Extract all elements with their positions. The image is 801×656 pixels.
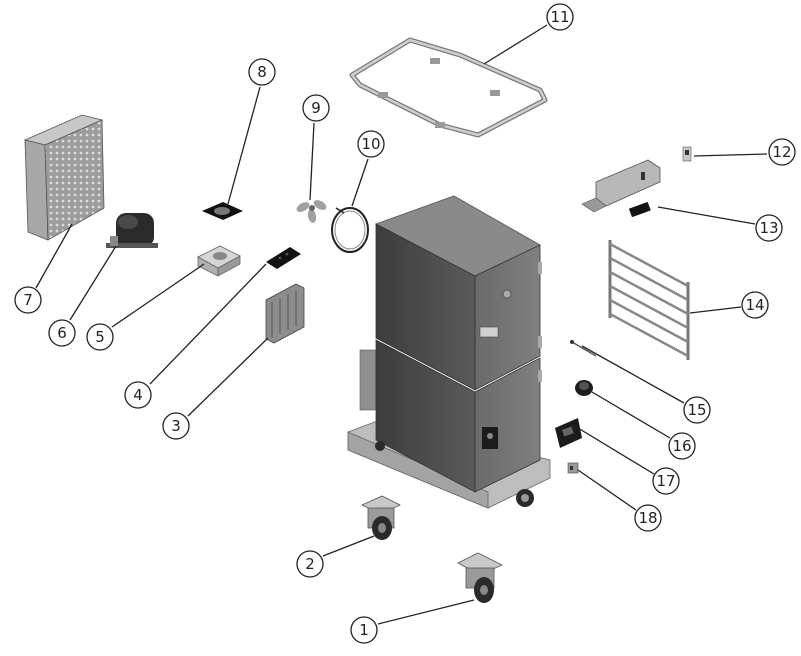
leader-line-11 [483, 24, 548, 65]
callout-number: 6 [57, 324, 67, 342]
leader-line-15 [581, 345, 685, 404]
callout-number: 2 [305, 555, 315, 573]
callout-3: 3 [162, 412, 190, 440]
callout-4: 4 [124, 381, 152, 409]
part-5-evaporator-box [197, 245, 241, 277]
callout-circle [296, 550, 324, 578]
callout-5: 5 [86, 323, 114, 351]
callout-14: 14 [741, 291, 769, 319]
leader-line-14 [689, 306, 742, 314]
callout-number: 18 [638, 509, 657, 527]
leader-line-4 [149, 263, 267, 385]
part-16-knob [575, 380, 593, 396]
callout-13: 13 [755, 214, 783, 242]
callout-6: 6 [48, 319, 76, 347]
callout-number: 12 [772, 143, 791, 161]
leader-line-8 [227, 86, 261, 205]
part-7-grille-frame [23, 114, 105, 241]
callout-number: 10 [361, 135, 380, 153]
callout-11: 11 [546, 3, 574, 31]
callout-number: 17 [656, 472, 675, 490]
callout-circle [634, 504, 662, 532]
callout-number: 4 [133, 386, 143, 404]
callout-number: 9 [311, 99, 321, 117]
callout-number: 8 [257, 63, 267, 81]
leader-line-6 [69, 245, 117, 321]
callout-number: 13 [759, 219, 778, 237]
part-10-ring-gasket [331, 207, 369, 253]
part-17-control-panel [555, 418, 582, 448]
part-1-rigid-caster [457, 552, 503, 603]
part-8-fan-shroud [202, 202, 243, 220]
callout-number: 14 [745, 296, 764, 314]
leader-line-1 [377, 599, 475, 625]
leader-line-13 [657, 206, 756, 225]
callout-2: 2 [296, 550, 324, 578]
callout-circle [162, 412, 190, 440]
callout-circle [683, 396, 711, 424]
callout-circle [248, 58, 276, 86]
callout-10: 10 [357, 130, 385, 158]
callout-18: 18 [634, 504, 662, 532]
callout-circle [652, 467, 680, 495]
callout-circle [741, 291, 769, 319]
callout-circle [357, 130, 385, 158]
callout-number: 11 [550, 8, 569, 26]
part-13-display-panel [581, 159, 661, 218]
leader-line-9 [309, 122, 315, 201]
callout-number: 5 [95, 328, 105, 346]
callout-circle [755, 214, 783, 242]
callout-number: 1 [359, 621, 369, 639]
callout-circle [302, 94, 330, 122]
callout-circle [48, 319, 76, 347]
callout-circle [768, 138, 796, 166]
callout-circle [124, 381, 152, 409]
leader-line-17 [577, 427, 655, 475]
callout-circle [14, 286, 42, 314]
leader-line-12 [693, 153, 768, 157]
part-18-connector [567, 462, 579, 474]
part-9-fan-blade [296, 200, 327, 223]
part-6-compressor [106, 213, 158, 248]
part-4-control-board [266, 247, 301, 269]
callout-9: 9 [302, 94, 330, 122]
leader-lines [35, 24, 768, 625]
callout-1: 1 [350, 616, 378, 644]
callout-8: 8 [248, 58, 276, 86]
main-cabinet [347, 195, 551, 509]
leader-line-2 [322, 535, 375, 557]
callout-12: 12 [768, 138, 796, 166]
callout-number: 15 [687, 401, 706, 419]
callout-circle [86, 323, 114, 351]
part-11-handle-frame [349, 37, 548, 138]
leader-line-5 [111, 263, 205, 328]
part-12-switch-plate [682, 146, 692, 162]
callout-number: 7 [23, 291, 33, 309]
leader-line-10 [351, 158, 369, 207]
leader-line-7 [35, 223, 73, 289]
callout-number: 16 [672, 437, 691, 455]
part-2-swivel-caster [361, 495, 401, 540]
part-14-rack [608, 240, 690, 360]
callout-circle [546, 3, 574, 31]
callout-7: 7 [14, 286, 42, 314]
callout-15: 15 [683, 396, 711, 424]
callout-circle [668, 432, 696, 460]
leader-line-3 [187, 337, 269, 417]
leader-line-18 [577, 469, 637, 511]
callout-number: 3 [171, 417, 181, 435]
callout-16: 16 [668, 432, 696, 460]
part-3-coil [265, 283, 305, 344]
callout-circle [350, 616, 378, 644]
callout-17: 17 [652, 467, 680, 495]
part-15-probe-wire [570, 340, 597, 357]
leader-line-16 [591, 391, 671, 439]
